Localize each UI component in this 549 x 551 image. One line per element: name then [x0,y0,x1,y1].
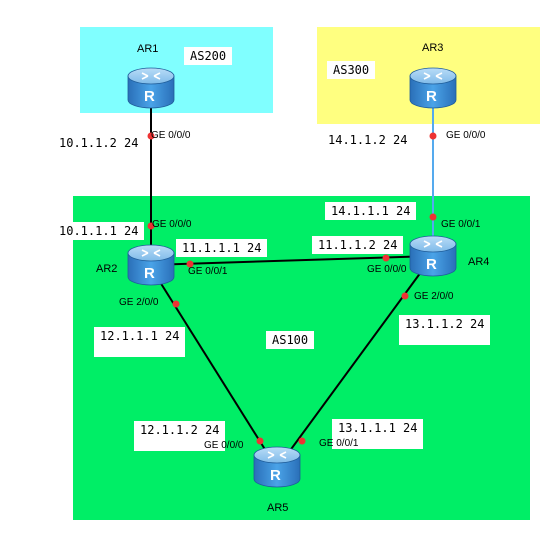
iface-ar5-ge000: GE 0/0/0 [204,440,244,451]
router-glyph-ar2: R [144,265,155,282]
iface-ar2-ge200: GE 2/0/0 [119,297,159,308]
port-dot-ar5-ge000 [256,437,264,445]
ip-ar4-ge001: 14.1.1.1 24 [325,202,417,220]
router-glyph-ar5: R [270,467,281,484]
iface-ar4-ge000: GE 0/0/0 [367,264,407,275]
as200-label: AS200 [184,47,233,65]
port-dot-ar4-ge000 [382,254,390,262]
as100-label: AS100 [266,331,315,349]
ip-ar2-ge000: 10.1.1.1 24 [53,222,145,240]
ip-ar1-ge000: 10.1.1.2 24 [53,134,145,152]
ip-ar2-ge200: 12.1.1.1 24 [94,327,186,357]
port-dot-ar4-ge200 [401,292,409,300]
port-dot-ar2-ge000 [147,222,155,230]
router-glyph-ar4: R [426,256,437,273]
router-name-ar1: AR1 [137,43,159,55]
link-ar2-ar5 [149,265,277,468]
router-name-ar5: AR5 [267,502,289,514]
port-dot-ar1-ge000 [147,132,155,140]
router-glyph-ar3: R [426,88,437,105]
iface-ar4-ge200: GE 2/0/0 [414,291,454,302]
port-dot-ar2-ge001 [186,260,194,268]
ip-ar2-ge001: 11.1.1.1 24 [176,239,268,257]
port-dot-ar3-ge000 [429,132,437,140]
ip-ar4-ge000: 11.1.1.2 24 [312,236,404,254]
iface-ar2-ge001: GE 0/0/1 [188,266,228,277]
router-glyph-ar1: R [144,88,155,105]
port-dot-ar2-ge200 [172,300,180,308]
iface-ar2-ge000: GE 0/0/0 [152,219,192,230]
port-dot-ar5-ge001 [298,437,306,445]
as300-label: AS300 [327,61,376,79]
port-dot-ar4-ge001 [429,213,437,221]
ip-ar4-ge200: 13.1.1.2 24 [399,315,491,345]
iface-ar4-ge001: GE 0/0/1 [441,219,481,230]
router-name-ar4: AR4 [468,256,490,268]
iface-ar5-ge001: GE 0/0/1 [319,438,359,449]
iface-ar3-ge000: GE 0/0/0 [446,130,486,141]
iface-ar1-ge000: GE 0/0/0 [151,130,191,141]
as200-area [80,27,273,113]
ip-ar5-ge000: 12.1.1.2 24 [134,421,226,451]
link-ar4-ar5 [277,256,433,468]
ip-ar3-ge000: 14.1.1.2 24 [322,131,414,149]
router-name-ar3: AR3 [422,42,444,54]
ip-ar5-ge001: 13.1.1.1 24 [332,419,424,449]
router-name-ar2: AR2 [96,263,118,275]
